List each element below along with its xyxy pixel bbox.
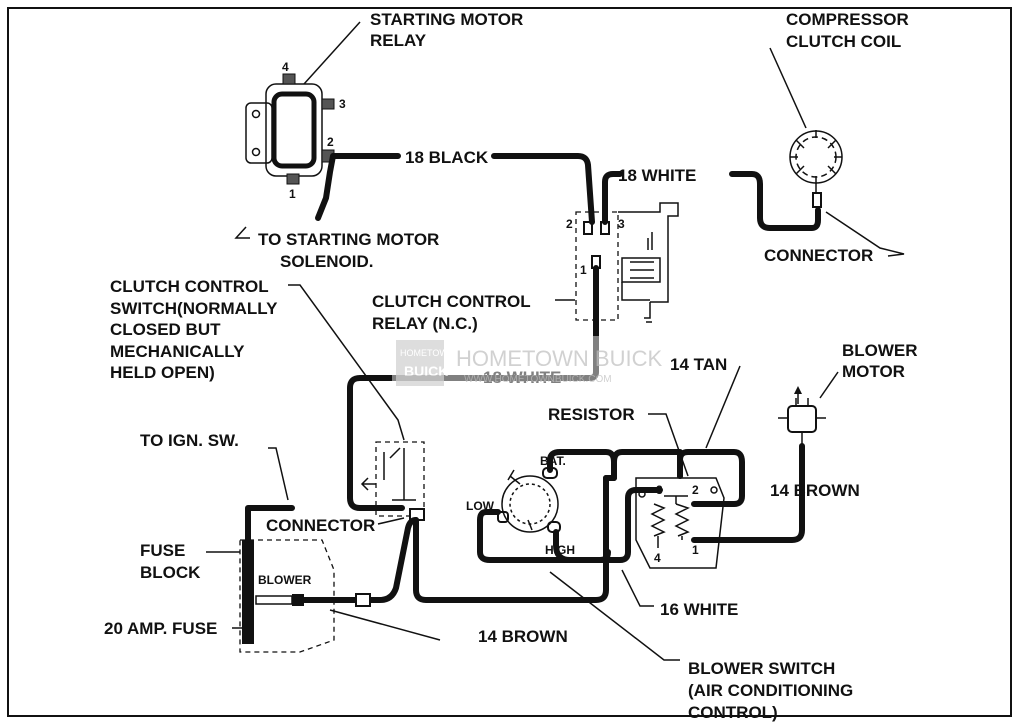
wire-14-brown-bottom-label: 14 BROWN xyxy=(478,627,568,646)
white-16-leader xyxy=(621,569,654,607)
fuse-block-bar xyxy=(242,540,254,644)
blower-motor-label: BLOWER MOTOR xyxy=(842,341,922,381)
wire-18-white-mid-label: 18 WHITE xyxy=(483,368,561,387)
wire-14-brown-bottom-a xyxy=(301,517,419,603)
ccr-terminal-1: 1 xyxy=(580,263,587,277)
diagram-frame xyxy=(7,7,1012,717)
switch-terminal-high: HIGH xyxy=(545,543,575,557)
resistor-terminal-1: 1 xyxy=(692,543,699,557)
wire-18-black xyxy=(331,153,595,225)
wire-ign-sw xyxy=(245,505,295,543)
to-ign-sw-label: TO IGN. SW. xyxy=(140,431,239,450)
blower-fuse xyxy=(255,594,304,606)
resistor-terminal-3: 3 xyxy=(656,483,663,497)
starting-motor-relay xyxy=(245,73,335,185)
relay-terminal-1: 1 xyxy=(289,187,296,201)
wire-16-white xyxy=(611,449,683,481)
blower-fuse-label: BLOWER xyxy=(258,573,312,587)
blower-switch xyxy=(497,467,561,533)
wire-14-tan xyxy=(677,449,745,507)
blower-switch-label: BLOWER SWITCH (AIR CONDITIONING CONTROL) xyxy=(688,659,858,722)
ccr-terminal-2: 2 xyxy=(566,217,573,231)
clutch-control-switch-label: CLUTCH CONTROL SWITCH(NORMALLY CLOSED BU… xyxy=(110,277,282,382)
resistor-label: RESISTOR xyxy=(548,405,635,424)
relay-leader xyxy=(303,21,361,85)
connector-left-label: CONNECTOR xyxy=(266,516,375,535)
connector-mid xyxy=(355,593,371,607)
svg-text:BUICK: BUICK xyxy=(404,363,448,379)
relay-terminal-4: 4 xyxy=(282,60,289,74)
connector-top-leader xyxy=(825,211,905,257)
clutch-control-switch xyxy=(360,441,425,517)
amp-fuse-label: 20 AMP. FUSE xyxy=(104,619,217,638)
wire-18-white-top xyxy=(602,171,821,231)
to-starting-motor-solenoid-label: TO STARTING MOTOR SOLENOID. xyxy=(258,230,444,271)
connector-left-leader xyxy=(377,517,405,525)
brown-bottom-leaders xyxy=(329,609,441,641)
wire-low xyxy=(477,509,611,563)
wire-18-white-mid xyxy=(347,265,599,511)
resistor-terminal-2: 2 xyxy=(692,483,699,497)
clutch-control-relay-label: CLUTCH CONTROL RELAY (N.C.) xyxy=(372,292,535,333)
svg-text:HOMETOWN BUICK: HOMETOWN BUICK xyxy=(456,346,662,371)
starting-motor-relay-label: STARTING MOTOR RELAY xyxy=(370,10,528,50)
wire-14-tan-label: 14 TAN xyxy=(670,355,727,374)
compressor-clutch-coil-label: COMPRESSOR CLUTCH COIL xyxy=(786,10,914,51)
connector-top-label: CONNECTOR xyxy=(764,246,873,265)
clutch-switch-leader xyxy=(288,284,405,441)
fuse-block-label: FUSE BLOCK xyxy=(140,541,201,582)
wire-14-brown-right-label: 14 BROWN xyxy=(770,481,860,500)
ign-sw-leader xyxy=(268,447,289,501)
fuse-block-outline xyxy=(239,539,335,653)
compressor-clutch-coil xyxy=(789,130,843,208)
wire-14-brown-bottom-b xyxy=(413,475,609,603)
svg-text:HOMETOWN: HOMETOWN xyxy=(400,348,454,358)
tan-leader xyxy=(705,365,741,449)
wire-18-black-label: 18 BLACK xyxy=(405,148,489,167)
resistor-terminal-4: 4 xyxy=(654,551,661,565)
blower-motor xyxy=(778,386,826,446)
blower-motor-leader xyxy=(819,371,839,399)
relay-terminal-2: 2 xyxy=(327,135,334,149)
wire-14-brown-right xyxy=(691,443,805,543)
coil-leader xyxy=(769,47,807,129)
wire-high xyxy=(553,487,663,563)
wire-18-white-top-label: 18 WHITE xyxy=(618,166,696,185)
solenoid-wire xyxy=(315,153,336,221)
ccr-terminal-3: 3 xyxy=(618,217,625,231)
resistor xyxy=(635,477,725,569)
hometown-buick-watermark: HOMETOWN BUICK HOMETOWN BUICK WWW.HOMETO… xyxy=(392,336,662,390)
wire-16-white-label: 16 WHITE xyxy=(660,600,738,619)
blower-switch-leader xyxy=(549,571,680,661)
relay-terminal-3: 3 xyxy=(339,97,346,111)
svg-text:WWW.HOMETOWNBUICK.COM: WWW.HOMETOWNBUICK.COM xyxy=(464,374,612,385)
solenoid-leader xyxy=(234,226,250,239)
